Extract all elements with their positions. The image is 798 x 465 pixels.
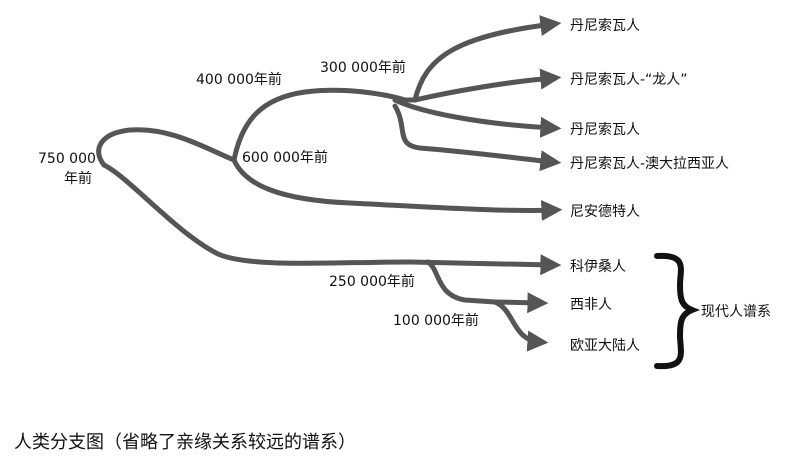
time-label-300k: 300 000年前 xyxy=(320,59,406,76)
branch-denisovan2 xyxy=(392,97,562,138)
group-label-khoisan: 科伊桑人 xyxy=(570,259,626,275)
modern-human-brace xyxy=(654,252,701,370)
time-label-250k: 250 000年前 xyxy=(329,273,415,290)
time-label-100k: 100 000年前 xyxy=(393,312,479,329)
group-label-denisovan-dragon: 丹尼索瓦人-“龙人” xyxy=(570,71,688,88)
group-label-eurasian: 欧亚大陆人 xyxy=(570,338,640,354)
branch-denisovan-australasia xyxy=(392,103,562,172)
branch-neanderthal xyxy=(231,157,563,222)
group-label-neanderthal: 尼安德特人 xyxy=(570,204,640,220)
group-label-denisovan1: 丹尼索瓦人 xyxy=(570,17,640,34)
branch-denisovan1 xyxy=(412,15,562,103)
time-label-750k-line1: 750 000 xyxy=(38,151,96,167)
branch-250k xyxy=(425,259,498,305)
figure-caption: 人类分支图（省略了亲缘关系较远的谱系） xyxy=(14,432,356,453)
branch-khoisan xyxy=(407,254,562,276)
modern-human-lineage-label: 现代人谱系 xyxy=(701,304,771,320)
branch-root-archaic xyxy=(96,127,237,168)
branch-eurasian xyxy=(492,299,549,352)
branch-root-modern xyxy=(101,162,413,266)
time-label-600k: 600 000年前 xyxy=(242,149,328,166)
time-label-400k: 400 000年前 xyxy=(196,71,282,88)
branch-west-african xyxy=(492,292,549,314)
branch-600k-denisovan xyxy=(231,87,408,163)
group-label-denisovan-australasia: 丹尼索瓦人-澳大拉西亚人 xyxy=(570,155,729,172)
group-label-west-african: 西非人 xyxy=(570,297,612,313)
branch-denisovan-dragon xyxy=(412,68,562,103)
time-label-750k-line2: 年前 xyxy=(64,170,92,187)
group-label-denisovan2: 丹尼索瓦人 xyxy=(570,121,640,138)
